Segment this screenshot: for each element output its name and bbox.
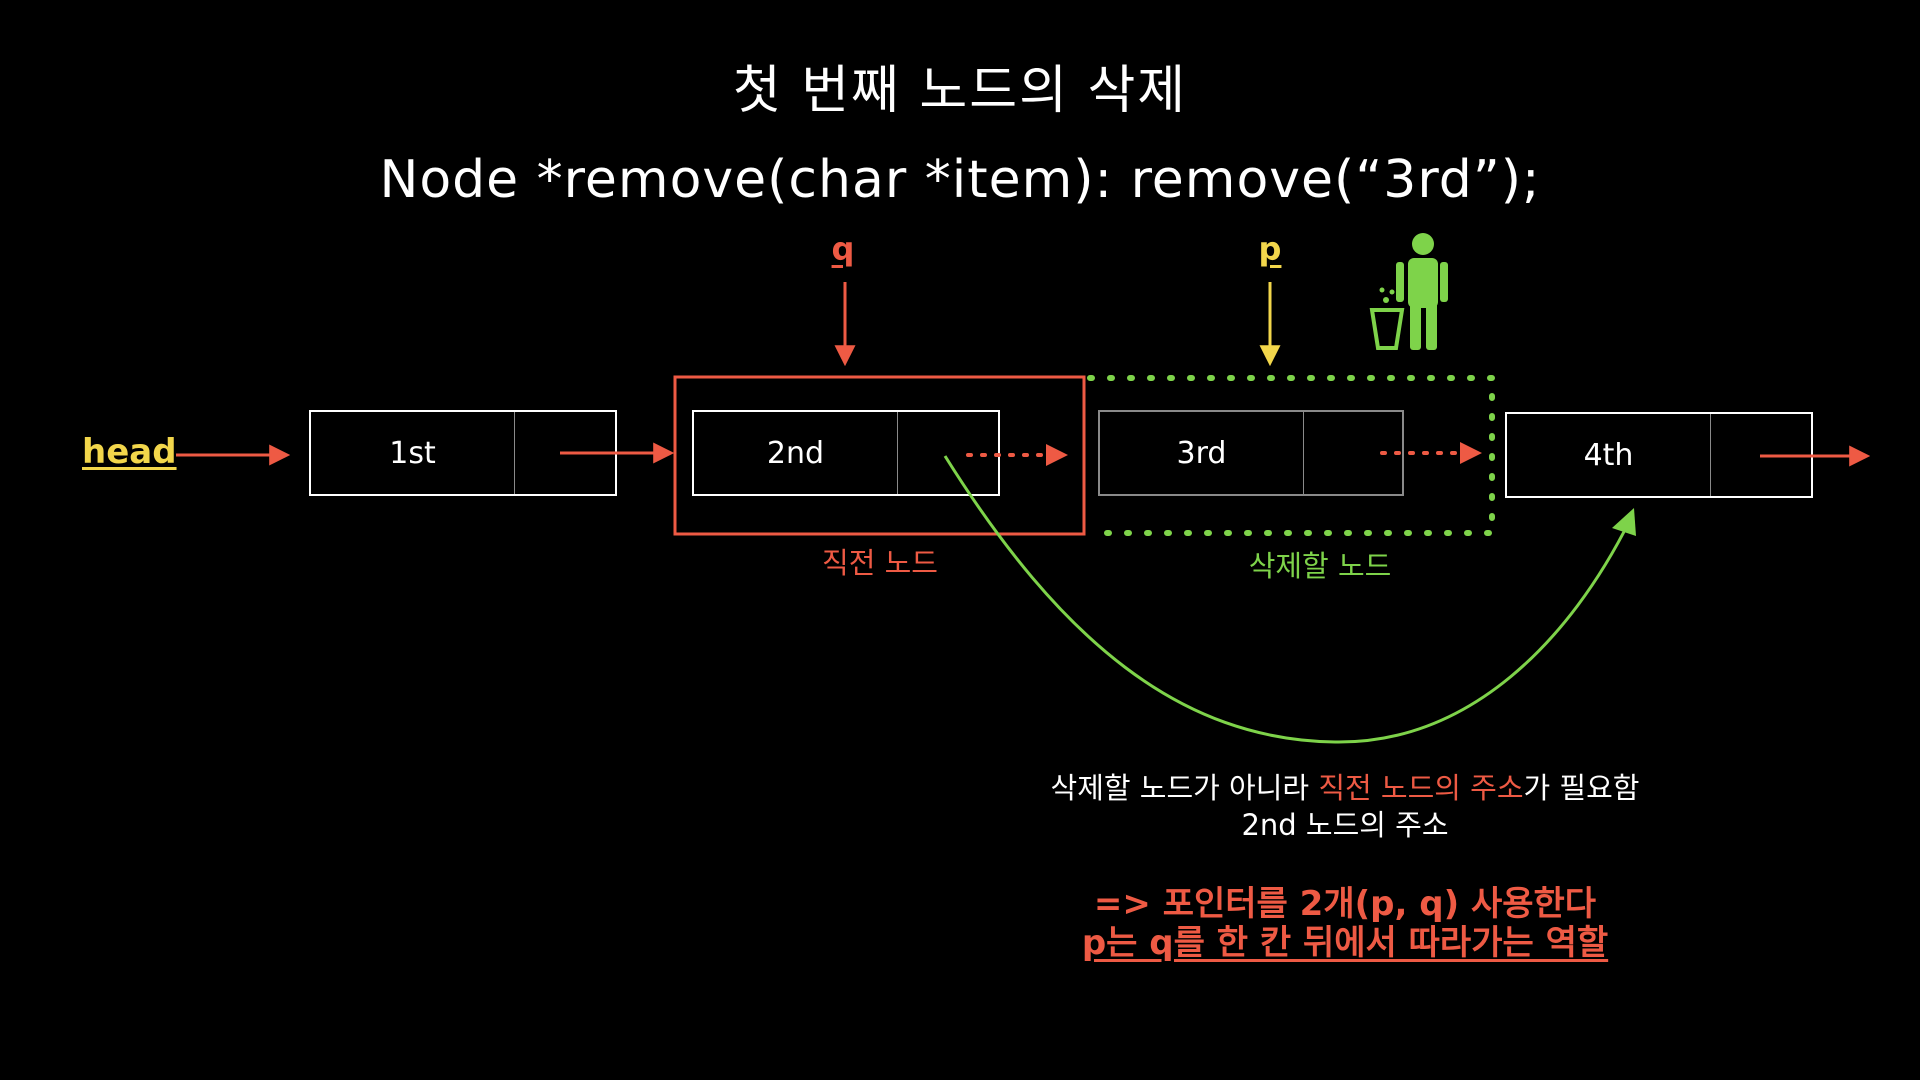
- caption-delete-node: 삭제할 노드: [1248, 549, 1392, 583]
- note-line-1: 삭제할 노드가 아니라 직전 노드의 주소가 필요함: [385, 765, 1920, 807]
- page-title: 첫 번째 노드의 삭제: [732, 61, 1188, 121]
- note-text: 가 필요함: [1523, 771, 1640, 805]
- link-2nd-3rd-head: [1046, 444, 1068, 466]
- pointer-p-label: p: [1258, 230, 1282, 268]
- prev-node-box: [673, 375, 1086, 536]
- note-line-2: 2nd 노드의 주소: [1241, 808, 1449, 842]
- delete-node-box: [1087, 375, 1495, 536]
- trash-person-icon: [1369, 233, 1448, 350]
- code-signature: Node *remove(char *item): remove(“3rd”);: [379, 150, 1541, 210]
- head-label: head: [82, 432, 177, 472]
- note-highlight: 직전 노드의 주소: [1318, 771, 1524, 805]
- note-line-4: p는 q를 한 칸 뒤에서 따라가는 역할: [1081, 923, 1609, 963]
- node-value: 3rd: [1100, 412, 1304, 494]
- node-value: 2nd: [694, 412, 898, 494]
- node-3rd: 3rd: [1098, 410, 1404, 496]
- bypass-curve: [943, 455, 1632, 744]
- pointer-q-label: q: [831, 230, 855, 268]
- node-value: 4th: [1507, 414, 1711, 496]
- bypass-curve-head: [1612, 508, 1636, 536]
- node-value: 1st: [311, 412, 515, 494]
- caption-prev-node: 직전 노드: [822, 546, 938, 580]
- link-3rd-4th-head: [1460, 442, 1482, 464]
- note-text: 삭제할 노드가 아니라: [1050, 771, 1319, 805]
- note-line-3: => 포인터를 2개(p, q) 사용한다: [1093, 884, 1597, 924]
